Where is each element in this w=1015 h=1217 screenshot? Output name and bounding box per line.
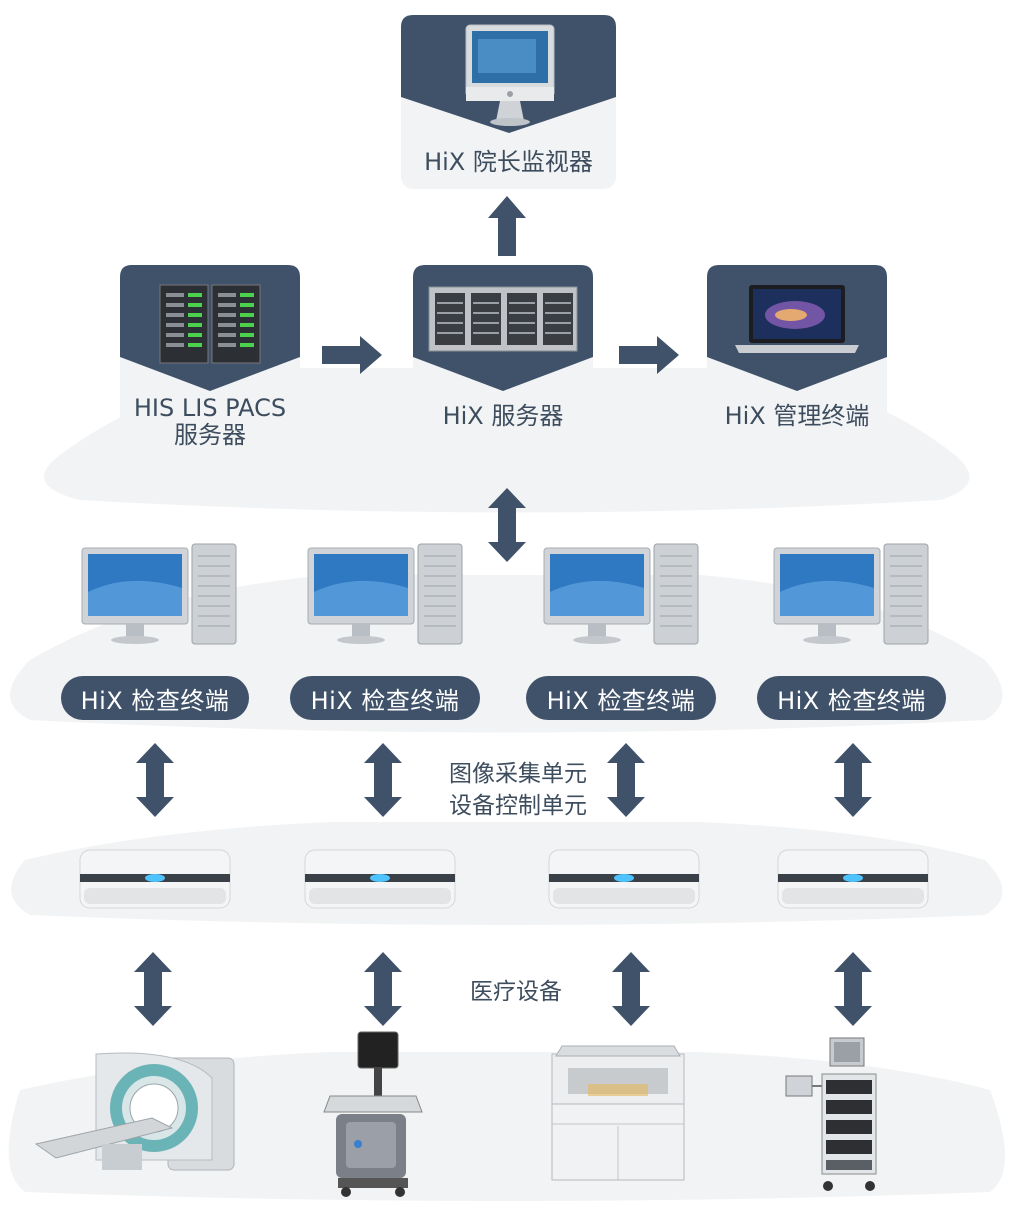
check-terminal-label: HiX 检查终端 <box>526 676 716 720</box>
hix-management-card: HiX 管理终端 <box>707 265 887 457</box>
server-rack-icon <box>428 286 578 352</box>
arrow-updown-icon <box>134 952 172 1026</box>
desktop-workstation-icon <box>543 543 699 645</box>
arrow-updown-icon <box>364 952 402 1026</box>
devices-label: 医疗设备 <box>470 979 562 1005</box>
units-label-line1: 图像采集单元 <box>449 761 587 787</box>
arrow-updown-icon <box>488 488 526 562</box>
arrow-updown-icon <box>834 952 872 1026</box>
units-label-line2: 设备控制单元 <box>449 793 587 819</box>
his-server-card: HIS LIS PACS 服务器 <box>120 265 300 457</box>
laptop-icon <box>735 285 859 353</box>
arrow-updown-icon <box>612 952 650 1026</box>
arrow-updown-icon <box>364 743 402 817</box>
hix-server-label: HiX 服务器 <box>442 402 564 430</box>
control-unit-icon <box>304 849 456 909</box>
hix-management-label: HiX 管理终端 <box>724 402 870 430</box>
arrow-up-icon <box>488 196 526 256</box>
his-server-label-line2: 服务器 <box>174 421 246 449</box>
ct-scanner-icon <box>34 1052 235 1171</box>
check-terminal-label: HiX 检查终端 <box>61 676 249 720</box>
endoscopy-cart-icon <box>785 1037 877 1191</box>
control-unit-icon <box>548 849 700 909</box>
desktop-workstation-icon <box>773 543 929 645</box>
control-unit-icon <box>79 849 231 909</box>
units-label: 图像采集单元 设备控制单元 <box>430 758 606 822</box>
hix-server-card: HiX 服务器 <box>413 265 593 457</box>
arrow-updown-icon <box>607 743 645 817</box>
arrow-updown-icon <box>834 743 872 817</box>
control-unit-icon <box>777 849 929 909</box>
check-terminal-label: HiX 检查终端 <box>290 676 480 720</box>
ultrasound-machine-icon <box>323 1031 423 1197</box>
arrow-right-icon <box>322 336 382 374</box>
imac-icon <box>465 24 555 126</box>
desktop-workstation-icon <box>307 543 463 645</box>
check-terminal-label: HiX 检查终端 <box>757 676 946 720</box>
lab-analyzer-icon <box>551 1045 685 1181</box>
his-server-label-line1: HIS LIS PACS <box>133 394 287 422</box>
director-monitor-label: HiX 院长监视器 <box>424 148 593 176</box>
desktop-workstation-icon <box>81 543 237 645</box>
director-monitor-card: HiX 院长监视器 <box>401 15 616 189</box>
arrow-right-icon <box>619 336 679 374</box>
arrow-updown-icon <box>136 743 174 817</box>
server-rack-icon <box>159 284 261 364</box>
